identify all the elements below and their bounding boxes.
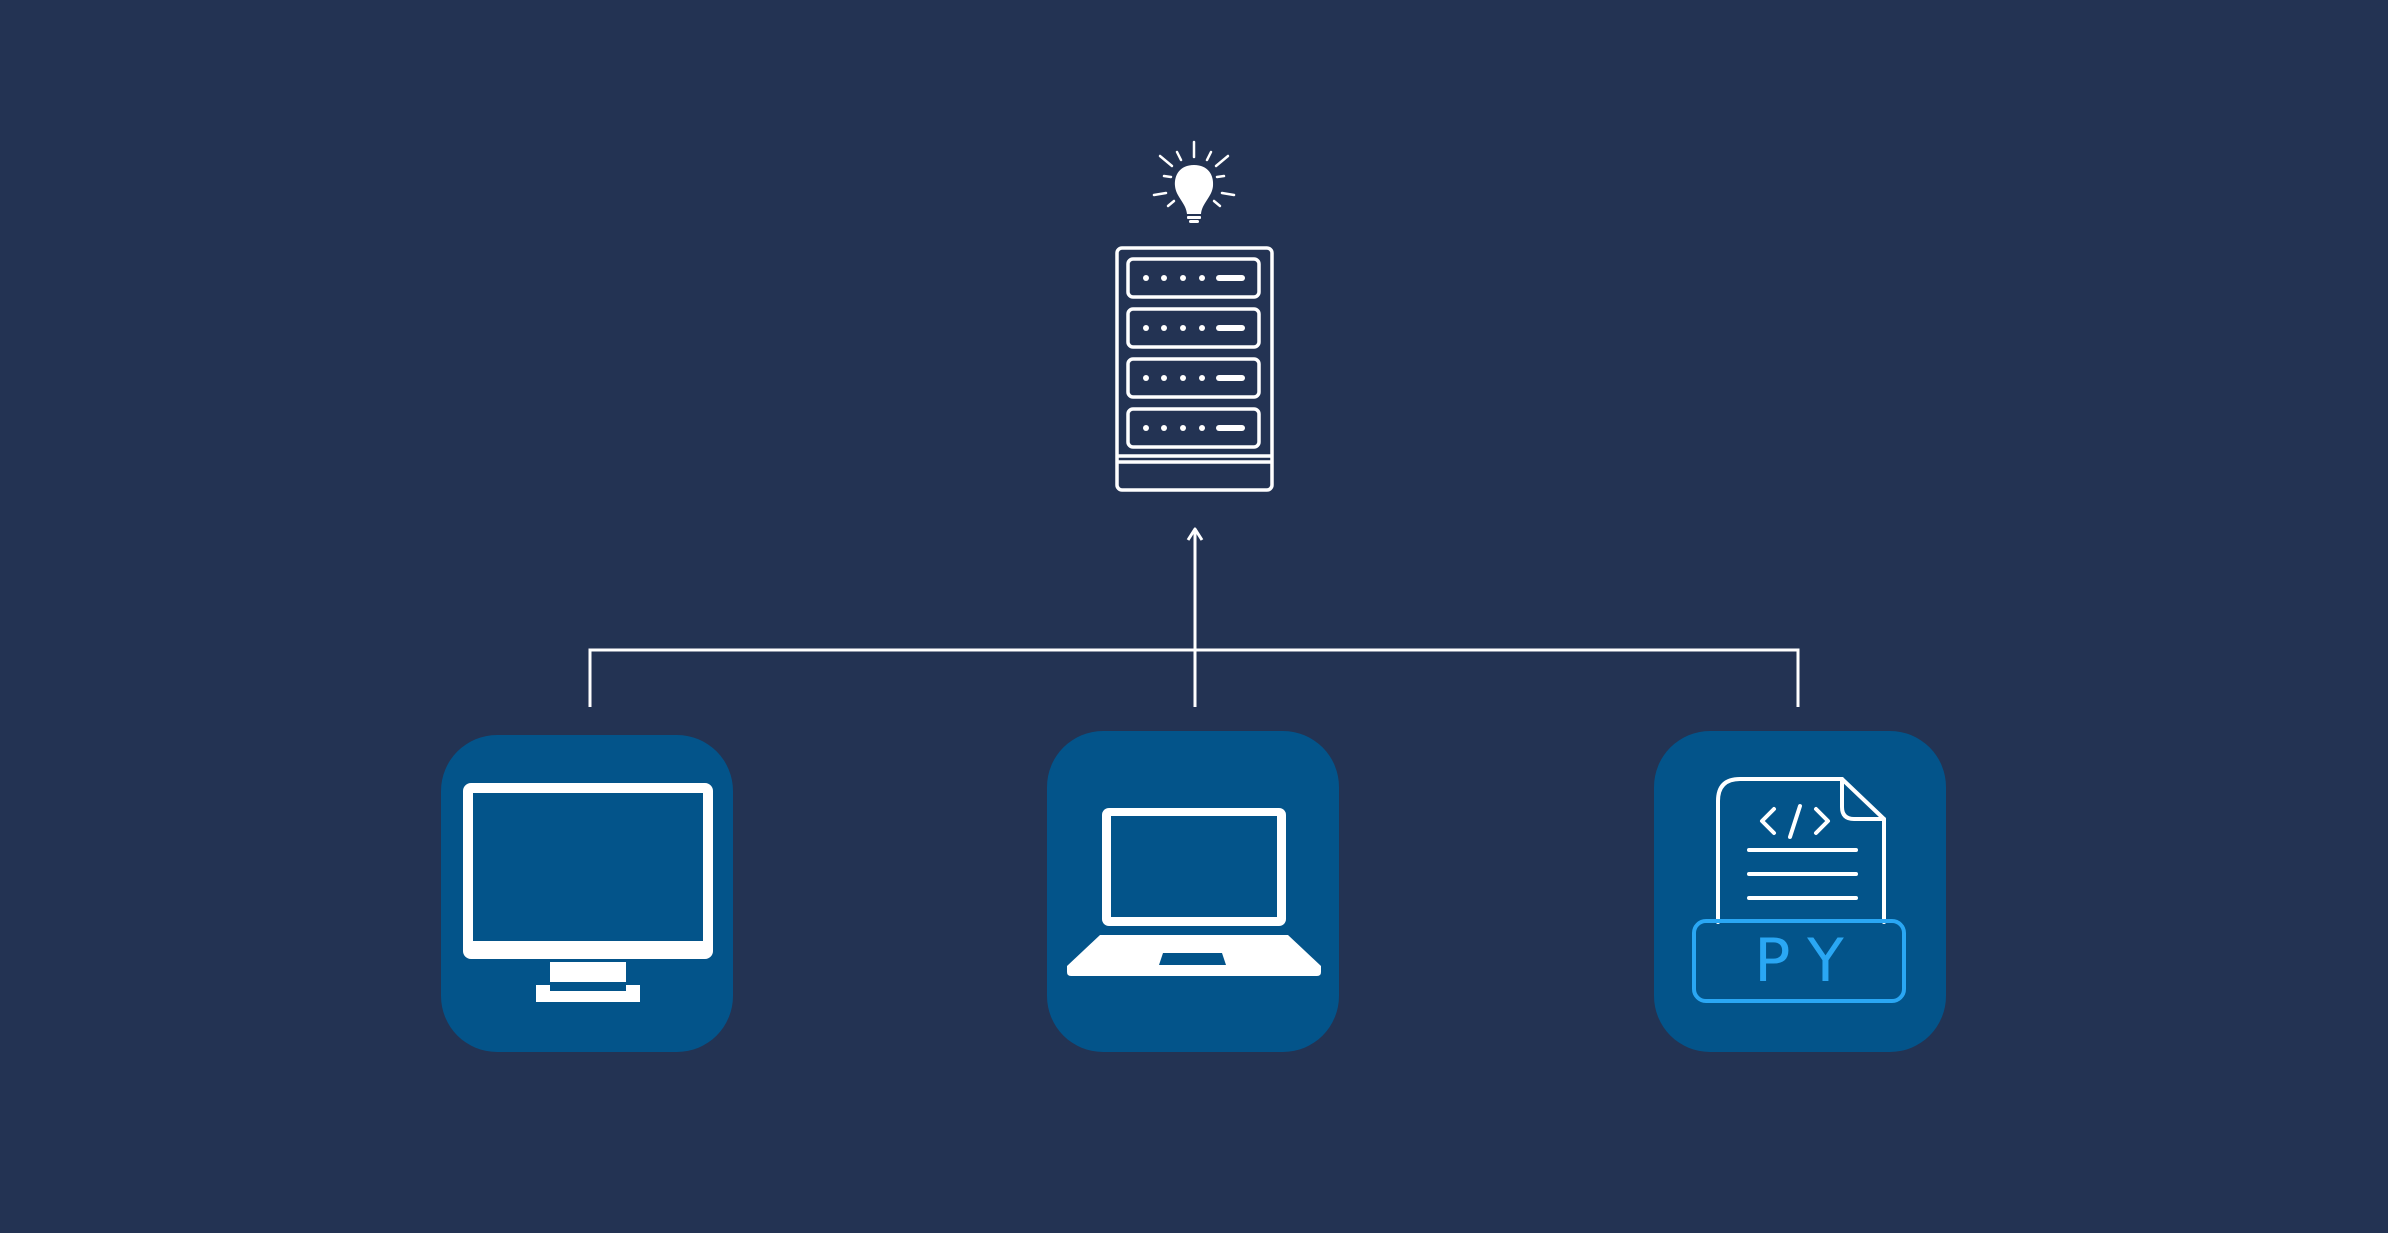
laptop-tile <box>1047 731 1339 1052</box>
server-unit-1 <box>1126 257 1261 299</box>
server-unit-2 <box>1126 307 1261 349</box>
laptop-icon <box>1067 808 1321 976</box>
code-brackets-icon <box>1760 804 1830 839</box>
server-rack-frame <box>1115 246 1274 492</box>
py-label-box <box>1692 919 1906 1003</box>
server-unit-4 <box>1126 407 1261 449</box>
python-file-tile: PY <box>1654 731 1946 1052</box>
desktop-monitor-icon <box>463 783 713 1002</box>
server-unit-3 <box>1126 357 1261 399</box>
py-label: PY <box>1754 926 1862 996</box>
arrow-up-icon <box>1186 527 1204 541</box>
python-file-icon <box>1692 777 1906 1003</box>
desktop-tile <box>441 735 733 1052</box>
